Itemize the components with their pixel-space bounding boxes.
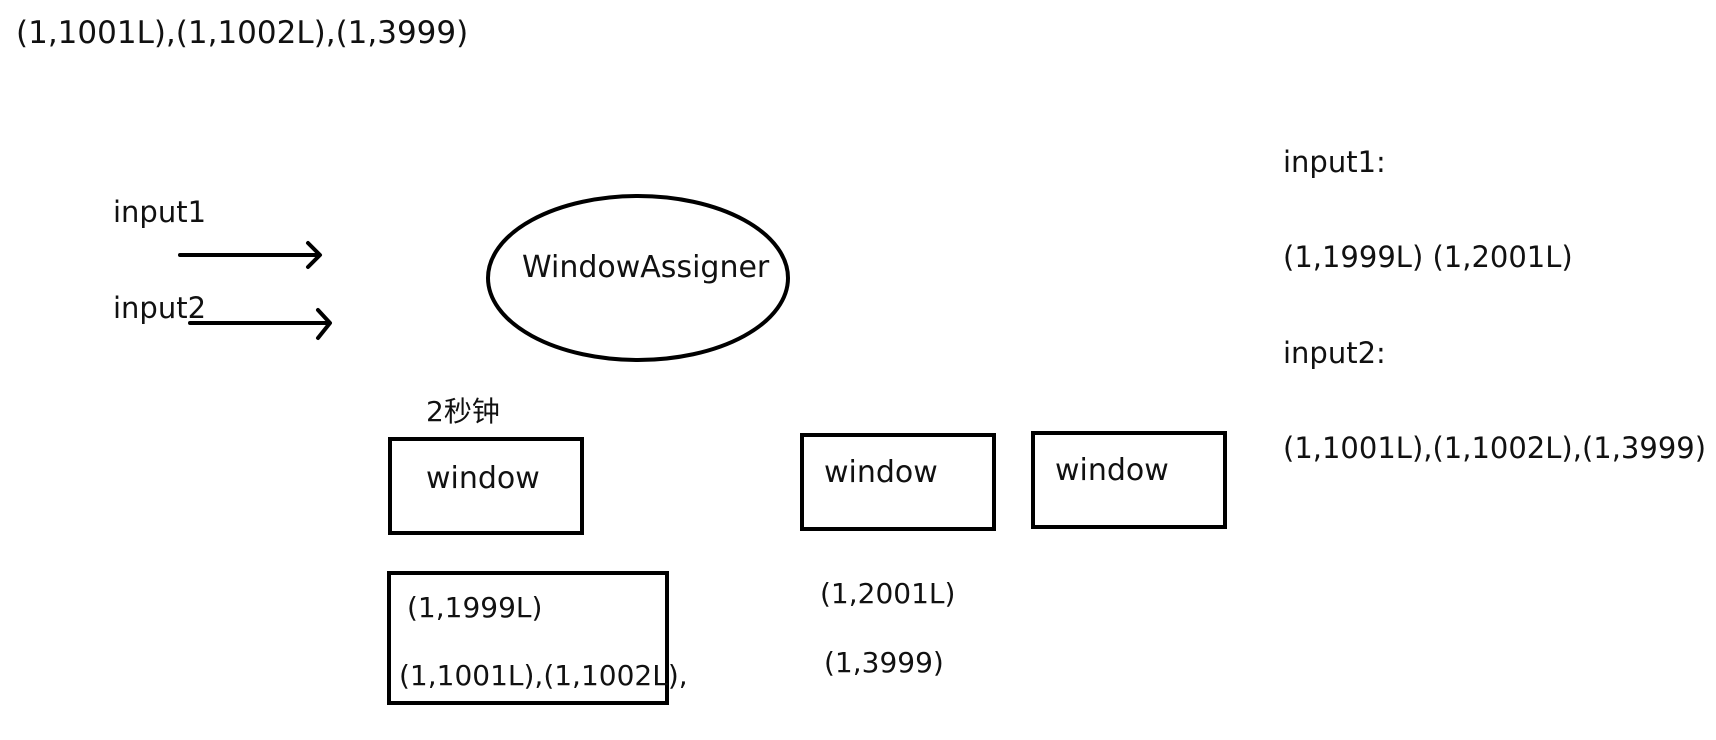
window-label: window <box>426 461 540 496</box>
window2-element-line-2: (1,3999) <box>824 646 944 679</box>
window-size-label: 2秒钟 <box>426 395 500 428</box>
right-input2-heading: input2: <box>1283 336 1386 370</box>
window-assigner-ellipse <box>486 194 790 362</box>
window1-element-line-2: (1,1001L),(1,1002L), <box>399 659 688 692</box>
right-input1-heading: input1: <box>1283 145 1386 179</box>
window-label: window <box>1055 453 1169 488</box>
window-box-2: window <box>800 433 996 531</box>
window1-elements-box: (1,1999L) (1,1001L),(1,1002L), <box>387 571 688 705</box>
window1-element-line-1: (1,1999L) <box>407 591 543 624</box>
window-assigner-label: WindowAssigner <box>522 250 770 285</box>
input2-arrow <box>188 308 332 340</box>
window-label: window <box>824 455 938 490</box>
window-box-1: window <box>388 437 584 535</box>
right-input1-values: (1,1999L) (1,2001L) <box>1283 240 1573 274</box>
input1-label: input1 <box>113 195 207 229</box>
right-input2-values: (1,1001L),(1,1002L),(1,3999) <box>1283 431 1707 465</box>
input1-arrow <box>178 241 322 269</box>
window2-element-line-1: (1,2001L) <box>820 577 956 610</box>
input2-label: input2 <box>113 291 207 325</box>
window-box-3: window <box>1031 431 1227 529</box>
header-text: (1,1001L),(1,1002L),(1,3999) <box>16 15 469 51</box>
